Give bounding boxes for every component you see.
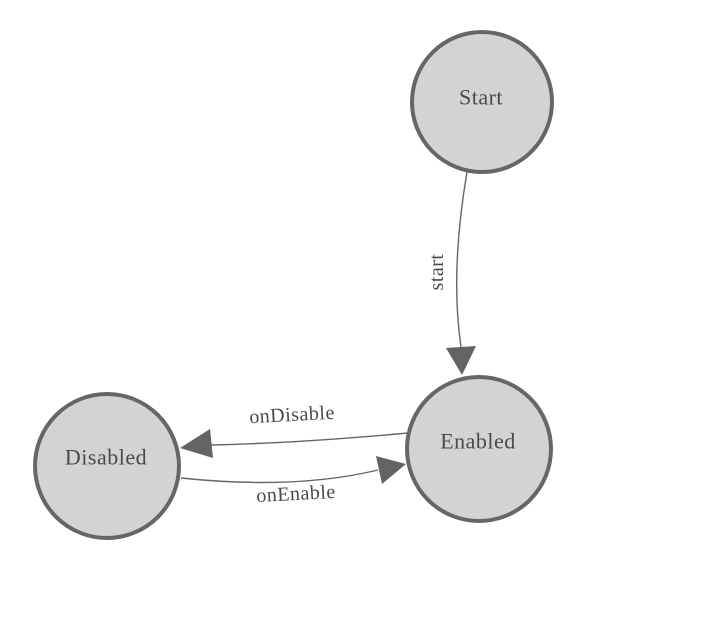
edge-on-enable-arrowhead [376, 456, 406, 484]
edge-on-enable: onEnable [180, 456, 406, 507]
node-enabled-circle[interactable] [405, 375, 553, 523]
node-enabled-label: Enabled [440, 429, 516, 454]
edge-start-transition-line [456, 171, 468, 348]
edge-start-transition-label: start [426, 254, 448, 291]
node-disabled: Disabled [33, 392, 181, 540]
edge-on-disable: onDisable [180, 402, 409, 458]
edge-on-enable-label: onEnable [256, 481, 337, 507]
edge-start-transition: start [426, 171, 476, 375]
node-disabled-circle[interactable] [33, 392, 181, 540]
node-start-circle[interactable] [410, 30, 554, 174]
edge-on-disable-arrowhead [180, 429, 213, 458]
node-start: Start [410, 30, 554, 174]
edge-on-disable-line [210, 432, 409, 446]
node-disabled-label: Disabled [65, 445, 147, 470]
edge-on-disable-label: onDisable [249, 402, 336, 428]
edge-start-transition-arrowhead [446, 346, 476, 375]
node-start-label: Start [459, 85, 503, 110]
edge-on-enable-line [180, 469, 379, 484]
node-enabled: Enabled [405, 375, 553, 523]
